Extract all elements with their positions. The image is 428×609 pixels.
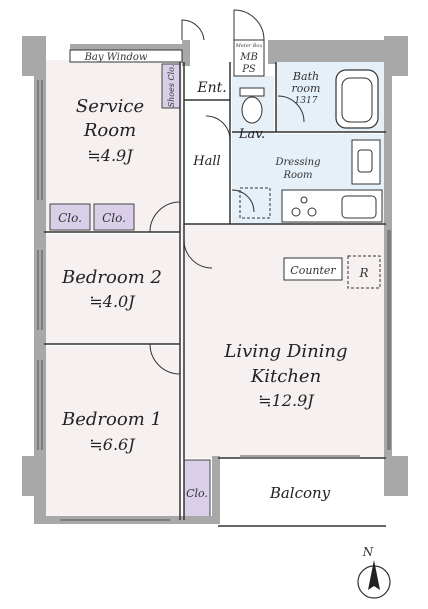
closet-left-1 <box>49 203 91 231</box>
washing-machine <box>239 187 271 219</box>
bath-size: 1317 <box>295 96 318 106</box>
bedroom1-label: Bedroom 1 <box>61 409 162 430</box>
service-room-fill <box>44 60 182 232</box>
compass <box>357 560 391 599</box>
kitchen-sink <box>341 195 377 219</box>
balcony-fill <box>218 460 386 526</box>
service-room-label-1: Service <box>76 96 144 117</box>
stove <box>291 196 317 217</box>
hall-fill <box>182 100 230 224</box>
meter-box-label: Meter Box <box>235 43 263 49</box>
closet-ldk <box>183 459 211 523</box>
counter <box>283 257 343 281</box>
closet-left-1-label: Clo. <box>58 211 82 225</box>
north-arrow-icon <box>368 560 380 590</box>
closet-ldk-label: Clo. <box>186 487 208 500</box>
kitchen-counter <box>281 189 383 223</box>
ldk-size: ≒12.9J <box>258 391 315 410</box>
bathtub <box>335 69 379 129</box>
closet-left-2-label: Clo. <box>102 211 126 225</box>
hall-label: Hall <box>192 154 220 169</box>
doors <box>149 9 305 375</box>
toilet <box>241 96 263 124</box>
windows <box>37 80 391 521</box>
north-label: N <box>362 545 374 559</box>
bedroom2-size: ≒4.0J <box>89 292 136 311</box>
refrigerator <box>347 255 381 289</box>
mb-label: MB <box>239 52 258 63</box>
bedroom1-size: ≒6.6J <box>89 435 136 454</box>
bay-window-label: Bay Window <box>84 52 148 63</box>
ldk-label-1: Living Dining <box>223 341 347 362</box>
bay-window <box>69 49 183 63</box>
inner-walls <box>44 62 386 527</box>
service-room-label-2: Room <box>83 120 136 141</box>
closet-left-2 <box>93 203 135 231</box>
ldk-label-2: Kitchen <box>250 366 321 387</box>
entrance-label: Ent. <box>196 80 226 96</box>
toilet-tank <box>239 87 265 97</box>
washbasin <box>351 139 381 185</box>
service-room-size: ≒4.9J <box>87 146 134 165</box>
mb-ps-box <box>233 39 265 77</box>
washbasin-bowl <box>357 149 373 173</box>
counter-label: Counter <box>290 264 336 277</box>
bedroom1-fill <box>44 346 180 520</box>
bath-label-2: room <box>292 82 321 95</box>
bathtub-inner <box>341 77 373 123</box>
lavatory-label: Lav. <box>238 127 265 142</box>
balcony-label: Balcony <box>269 484 331 502</box>
bedroom2-fill <box>44 234 180 344</box>
dressing-label-1: Dressing <box>274 157 320 168</box>
ps-label: PS <box>241 64 256 75</box>
shoes-closet-label: Shoes Clo. <box>167 65 176 108</box>
bedroom2-label: Bedroom 2 <box>61 267 162 288</box>
refrigerator-label: R <box>358 266 368 280</box>
bath-label-1: Bath <box>292 70 319 83</box>
dressing-label-2: Room <box>282 170 312 181</box>
